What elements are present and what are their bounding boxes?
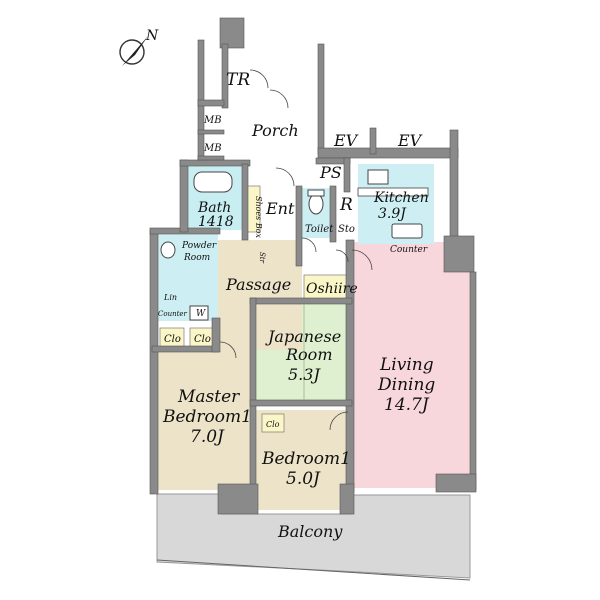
label-mb-2: MB: [203, 143, 222, 154]
label-lin: Lin: [163, 293, 177, 302]
label-porch: Porch: [251, 121, 299, 140]
label-sto: Sto: [338, 224, 355, 235]
fixtures: [160, 169, 429, 400]
washer: [189, 305, 209, 321]
master-fill: [155, 350, 251, 490]
label-oshiire: Oshiire: [306, 281, 358, 297]
powder-sink: [160, 241, 176, 259]
label-passage: Passage: [225, 275, 291, 294]
label-bath: Bath: [197, 200, 231, 216]
label-japanese-1: Japanese: [265, 327, 341, 346]
label-kitchen: Kitchen: [373, 190, 429, 206]
label-living-1: Living: [379, 355, 434, 375]
room-labels: TR Porch MB MB EV EV PS Bath 1418 Ent Sh…: [158, 70, 435, 541]
label-clo-2: Clo: [194, 334, 211, 345]
passage-fill: [218, 240, 302, 350]
label-bedroom-size: 5.0J: [286, 469, 321, 489]
label-mb-1: MB: [203, 115, 222, 126]
kitchen-sink: [391, 223, 423, 239]
toilet-tank: [307, 189, 325, 197]
label-w: W: [196, 309, 206, 319]
compass-needle-icon: [122, 36, 148, 66]
label-living-size: 14.7J: [384, 395, 430, 415]
label-kitchen-counter: Counter: [390, 245, 428, 255]
label-kitchen-size: 3.9J: [378, 206, 407, 222]
label-japanese-size: 5.3J: [288, 365, 321, 384]
label-tr: TR: [226, 70, 250, 90]
label-clo-1: Clo: [164, 334, 181, 345]
label-master-size: 7.0J: [190, 427, 225, 447]
label-powder-room-2: Room: [183, 253, 210, 263]
compass-circle: [119, 39, 145, 65]
label-living-2: Dining: [377, 375, 435, 395]
label-bath-size: 1418: [198, 214, 234, 230]
toilet-bowl: [308, 193, 324, 215]
label-bedroom-1: Bedroom1: [261, 449, 351, 469]
label-ent: Ent: [265, 199, 295, 218]
balcony-edge: [156, 559, 471, 581]
label-ev-1: EV: [333, 131, 359, 150]
label-toilet: Toilet: [305, 224, 334, 235]
label-str: Str: [258, 252, 266, 264]
label-japanese-2: Room: [285, 345, 332, 364]
label-master-2: Bedroom1: [162, 407, 252, 427]
bathtub: [193, 171, 233, 193]
living-dining-fill: [352, 242, 470, 488]
doors: [219, 69, 373, 431]
label-master-1: Master: [177, 387, 240, 407]
label-r: R: [339, 195, 353, 215]
kitchen-counter-bar: [357, 187, 429, 197]
label-counter-powder: Counter: [158, 310, 188, 318]
label-clo-3: Clo: [266, 420, 280, 429]
label-ps: PS: [319, 163, 342, 182]
label-balcony: Balcony: [277, 522, 343, 541]
stove: [367, 169, 389, 185]
label-powder-room-1: Powder: [181, 241, 217, 251]
walls: [149, 17, 477, 515]
label-ev-2: EV: [397, 131, 423, 150]
clo-fill-3: [261, 413, 285, 433]
label-shoes-box: Shoes Box: [254, 196, 263, 239]
compass: N: [119, 28, 159, 66]
compass-north-label: N: [145, 28, 159, 44]
